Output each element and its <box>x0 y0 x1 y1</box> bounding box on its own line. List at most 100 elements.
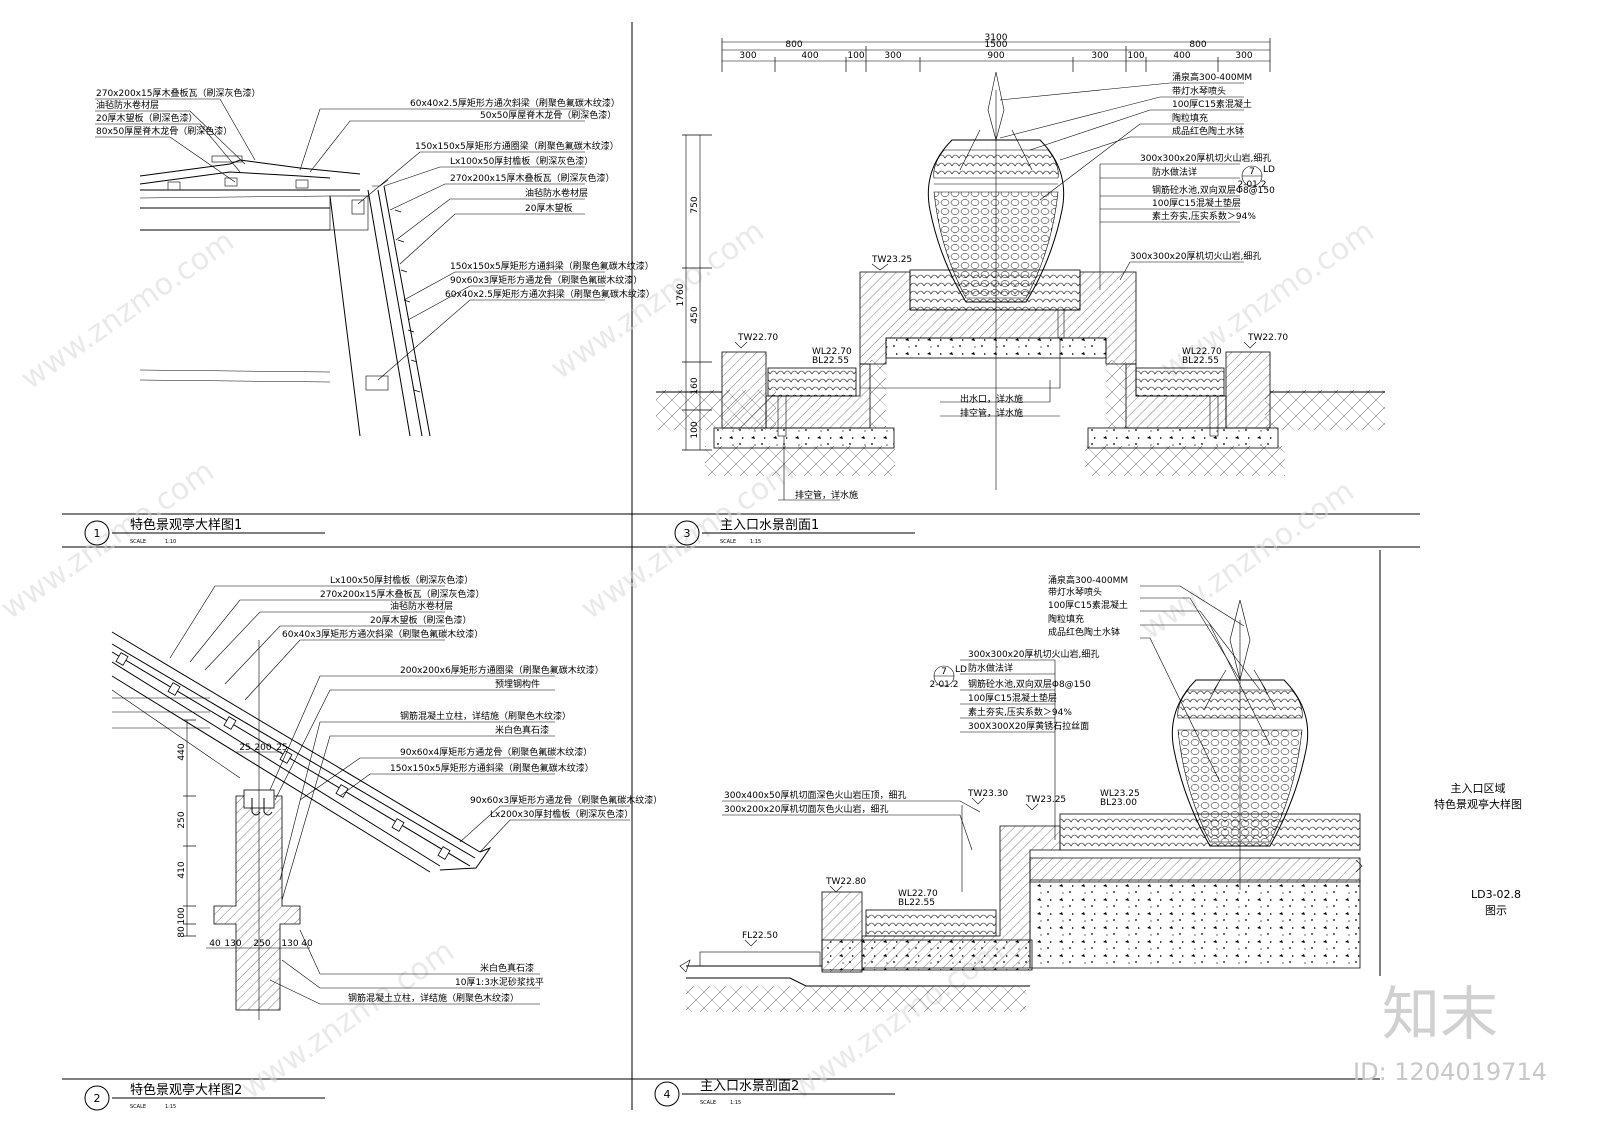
scale-label: SCALE <box>720 539 736 545</box>
dim: 300 <box>1091 51 1108 61</box>
dim: 750 <box>690 196 700 213</box>
dim: 1760 <box>676 283 686 306</box>
dim: 3100 <box>985 33 1008 43</box>
dim: 250 <box>177 811 187 828</box>
panel-title: 主入口水景剖面2 <box>700 1079 799 1094</box>
dim: 410 <box>177 861 187 878</box>
note: 钢筋砼水池,双向双层Φ8@150 <box>1152 184 1275 196</box>
scale-label: SCALE <box>130 539 146 545</box>
level-mark: TW23.25 <box>871 255 912 265</box>
level-mark: WL22.70 <box>898 889 938 899</box>
watermark-text: www.znzmo.com <box>0 454 221 627</box>
detail-1-drawing <box>139 155 431 437</box>
note: 陶粒填充 <box>1048 613 1084 625</box>
watermark-text: www.znzmo.com <box>1135 474 1361 647</box>
note: 60x40x3厚矩形方通次斜梁（刷聚色氟碳木纹漆） <box>282 628 483 640</box>
watermark-layer: www.znzmo.com www.znzmo.com www.znzmo.co… <box>0 214 1381 1107</box>
dim: 25 <box>276 743 287 753</box>
level-mark: WL22.70 <box>812 347 852 357</box>
section-1-drawing <box>656 71 1385 501</box>
note: 90x60x3厚矩形方通龙骨（刷聚色氟碳木纹漆） <box>470 794 662 806</box>
detail-2-dims: 440 250 410 100 80 25 200 25 40 130 250 … <box>177 743 313 949</box>
detail-1-leaders <box>95 98 605 381</box>
watermark-logo: 知末 <box>1382 980 1498 1048</box>
section-2-notes: 涌泉高300-400MM 带灯水琴喷头 100厚C15素混凝土 陶粒填充 成品红… <box>724 574 1140 941</box>
panel-title: 特色景观亭大样图2 <box>130 1082 242 1098</box>
note: 150x150x5厚矩形方通圈梁（刷聚色氟碳木纹漆） <box>415 140 619 152</box>
panel-title: 特色景观亭大样图1 <box>130 517 242 533</box>
dim: 300 <box>739 51 756 61</box>
dim: 25 <box>239 743 250 753</box>
level-mark: TW22.70 <box>1247 333 1288 343</box>
dim: 100 <box>1127 51 1144 61</box>
level-mark: TW22.70 <box>737 333 778 343</box>
note: 80x50厚屋脊木龙骨（刷深色漆） <box>96 125 232 137</box>
panel-title: 主入口水景剖面1 <box>720 518 819 533</box>
detail-reference-tag[interactable]: 7 LD 2-01.2 <box>929 665 967 690</box>
note: 成品红色陶土水钵 <box>1172 125 1244 137</box>
note: 100厚C15混凝土垫层 <box>1152 197 1241 209</box>
watermark-text: www.znzmo.com <box>575 454 801 627</box>
watermark-id: ID: 1204019714 <box>1353 1058 1547 1086</box>
note: Lx100x50厚封檐板（刷深灰色漆） <box>450 155 593 167</box>
detail-reference-tag[interactable]: 7 LD 2-01.2 <box>1237 165 1275 190</box>
dim: 300 <box>884 51 901 61</box>
drawing-status: 图示 <box>1485 904 1507 917</box>
panel-number: 2 <box>94 1092 101 1105</box>
note: 90x60x4厚矩形方通龙骨（刷聚色氟碳木纹漆） <box>400 746 592 758</box>
note: 300x400x50厚机切面深色火山岩压顶，细孔 <box>724 789 906 801</box>
note: 60x40x2.5厚矩形方通次斜梁（刷聚色氟碳木纹漆） <box>410 97 620 109</box>
drawing-number: LD3-02.8 <box>1471 888 1521 901</box>
level-mark: BL22.55 <box>1182 356 1219 366</box>
note: Lx200x30厚封檐板（刷深灰色漆） <box>490 808 633 820</box>
note: 50x50厚屋脊木龙骨（刷深色漆） <box>480 109 616 121</box>
panel-title-2: 2 特色景观亭大样图2 SCALE 1:15 <box>84 1082 325 1111</box>
dim: 40 <box>301 939 313 949</box>
dim: 400 <box>801 51 818 61</box>
level-mark: BL22.55 <box>812 356 849 366</box>
note: 陶粒填充 <box>1172 112 1208 124</box>
note: 米白色真石漆 <box>495 724 549 736</box>
scale-label: SCALE <box>700 1100 716 1106</box>
note: 270x200x15厚木叠板瓦（刷深灰色漆） <box>450 172 614 184</box>
detail-2-notes: Lx100x50厚封檐板（刷深灰色漆） 270x200x15厚木叠板瓦（刷深灰色… <box>282 574 662 1004</box>
dim: 40 <box>209 939 221 949</box>
note: 100厚C15素混凝土 <box>1172 98 1252 110</box>
level-mark: WL22.70 <box>1182 347 1222 357</box>
note: Lx100x50厚封檐板（刷深灰色漆） <box>330 574 473 586</box>
detail-2-drawing <box>111 631 492 1020</box>
note: 油毡防水卷材层 <box>390 600 453 612</box>
note: 涌泉高300-400MM <box>1048 574 1128 586</box>
dim: 1500 <box>985 40 1008 50</box>
brand-watermark: 知末 ID: 1204019714 <box>1353 980 1547 1086</box>
level-mark: BL23.00 <box>1100 798 1137 808</box>
note: 150x150x5厚矩形方通斜梁（刷聚色氟碳木纹漆） <box>390 762 594 774</box>
level-mark: TW22.80 <box>825 877 866 887</box>
title-block: 主入口区域 特色景观亭大样图 LD3-02.8 图示 <box>1434 782 1522 917</box>
sheet-frame <box>62 22 1420 1110</box>
dim: 300 <box>1235 51 1252 61</box>
scale-label: SCALE <box>130 1104 146 1110</box>
note: 100厚C15素混凝土 <box>1048 599 1128 611</box>
area-name: 主入口区域 <box>1451 782 1506 795</box>
panel-title-3: 3 主入口水景剖面1 SCALE 1:15 <box>674 518 915 546</box>
note: 90x60x3厚矩形方通龙骨（刷聚色氟碳木纹漆） <box>450 274 642 286</box>
svg-text:7: 7 <box>1249 167 1255 177</box>
scale-value: 1:15 <box>165 1104 176 1110</box>
svg-text:2-01.2: 2-01.2 <box>1237 180 1266 190</box>
level-mark: TW23.25 <box>1025 795 1066 805</box>
dim: 250 <box>253 939 270 949</box>
dim: 800 <box>785 40 802 50</box>
section-1-dimensions: 3100 800 1500 800 300 400 100 300 900 30… <box>676 33 1271 451</box>
dim: 900 <box>987 51 1004 61</box>
dim: 400 <box>1173 51 1190 61</box>
dim: 160 <box>690 377 700 394</box>
level-mark: BL22.55 <box>898 898 935 908</box>
note: 素土夯实,压实系数＞94% <box>968 706 1072 718</box>
note: 20厚木望板 <box>525 202 572 214</box>
note: 20厚木望板（刷深色漆） <box>96 112 197 124</box>
svg-text:2-01.2: 2-01.2 <box>929 680 958 690</box>
scale-value: 1:15 <box>750 539 761 545</box>
note: 钢筋砼水池,双向双层Φ8@150 <box>968 678 1091 690</box>
